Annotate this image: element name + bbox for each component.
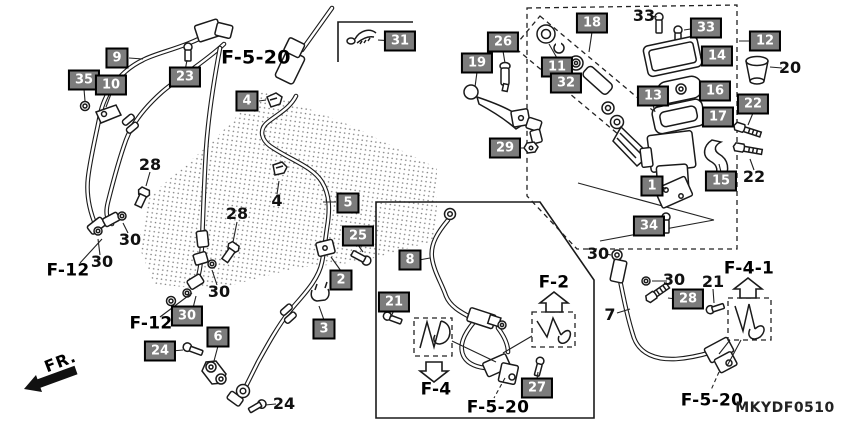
hose5-end-fitting (226, 383, 251, 407)
clip-4-lower (272, 161, 288, 176)
bracket-10 (94, 104, 123, 124)
bolt-25 (350, 250, 372, 266)
brake-lever-19 (463, 84, 543, 145)
arrow-down-f4 (417, 361, 451, 384)
arrow-up-f2 (537, 290, 571, 313)
hose5-grommet (279, 303, 297, 324)
fairing-shade-dots (138, 90, 437, 290)
oil-bolt-28-mid (220, 240, 240, 264)
screw-24-right (247, 399, 267, 414)
clip-31-bracket (337, 21, 413, 62)
clip-31 (346, 29, 377, 45)
washer-30-right (641, 276, 651, 286)
screw-23 (183, 42, 193, 62)
dashed-ref-leaders (493, 371, 720, 399)
diagram-code: MKYDF0510 (735, 400, 835, 416)
master-cylinder-assembly (536, 12, 769, 234)
hose9-grommet (121, 113, 140, 134)
location-pointer-lines (577, 182, 715, 242)
wire-clip-f41 (734, 303, 765, 340)
screw-21-right (705, 302, 726, 315)
hose7-banjo-eye (609, 249, 628, 284)
rear-brake-hose-7 (620, 280, 712, 359)
hose8-elbow-fitting (482, 353, 520, 386)
wire-clip-f2 (536, 315, 572, 344)
arrow-up-f41 (731, 276, 765, 299)
fr-arrow (24, 365, 78, 392)
clip-box-f2 (531, 311, 576, 348)
hose8-mid-fitting (466, 307, 507, 330)
screw-24-left (182, 342, 204, 356)
bracket-6 (201, 360, 227, 385)
hose-joint-connector (193, 18, 234, 43)
wire-clip-f4 (419, 319, 451, 350)
hose5-connector (274, 37, 306, 85)
hose8-banjo-eye (443, 207, 457, 221)
nut-35 (79, 100, 91, 112)
oil-bolt-28-right (645, 281, 671, 304)
inset-detail-box (375, 201, 595, 419)
screw-21-inset (382, 311, 403, 325)
clip-box-f4 (413, 317, 453, 357)
oil-bolt-28-left (133, 186, 151, 209)
master-cylinder-dashed-box (526, 4, 738, 250)
clamp-2 (315, 238, 336, 258)
pivot-bolt-26 (499, 61, 511, 93)
clip-4-upper (266, 92, 283, 108)
screw-27 (533, 356, 545, 377)
hose9-banjo-ends (86, 211, 127, 236)
pivot-nut-29 (523, 141, 539, 154)
detail-hose-8 (432, 220, 508, 368)
clip-3 (310, 281, 330, 302)
